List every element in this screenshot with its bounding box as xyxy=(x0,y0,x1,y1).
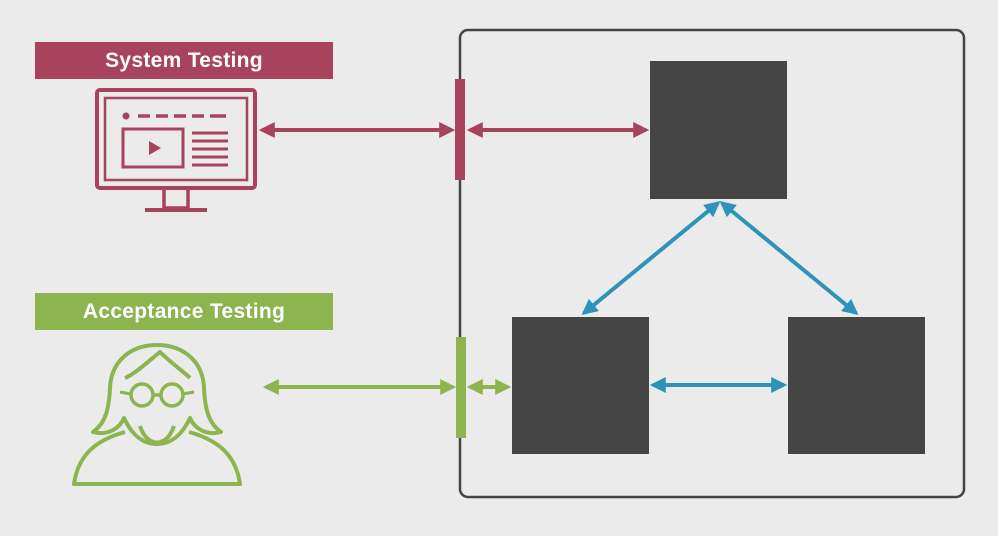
component-bottom-left xyxy=(512,317,649,454)
internal-arrow-top-bottomright xyxy=(719,200,859,316)
acceptance-testing-label: Acceptance Testing xyxy=(35,293,333,330)
monitor-icon xyxy=(95,88,257,212)
component-top xyxy=(650,61,787,199)
system-interface-bar xyxy=(455,79,465,180)
component-bottom-right xyxy=(788,317,925,454)
system-testing-label: System Testing xyxy=(35,42,333,79)
user-avatar-icon xyxy=(72,343,242,486)
acceptance-interface-bar xyxy=(456,337,466,438)
internal-arrow-top-bottomleft xyxy=(581,200,721,316)
system-boundary xyxy=(458,28,966,499)
